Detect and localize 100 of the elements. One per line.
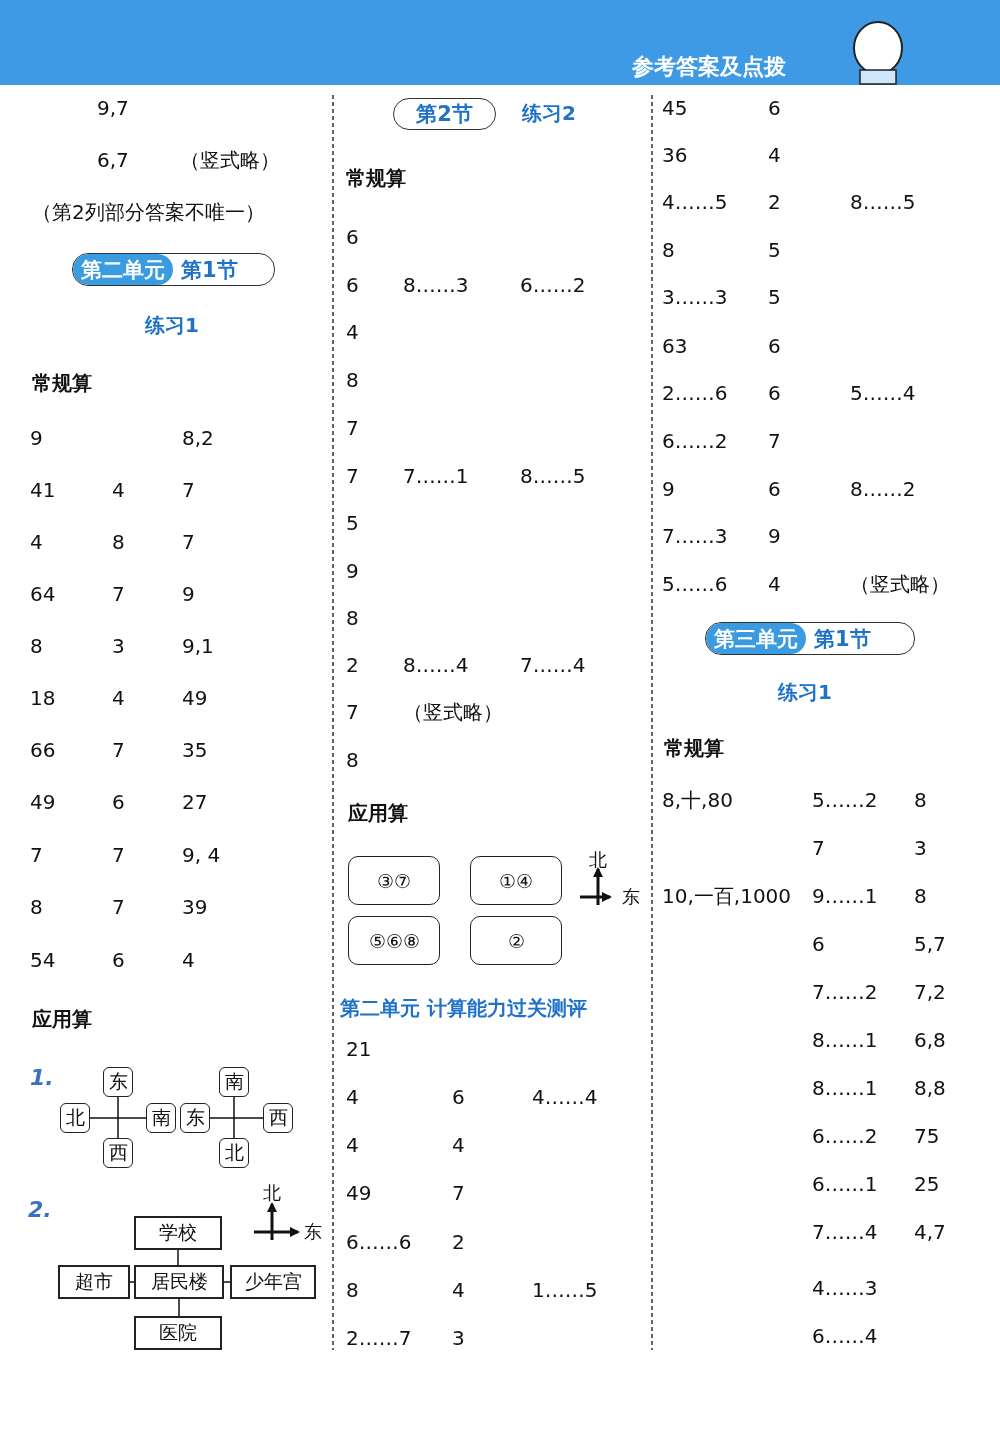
answer-text: （第2列部分答案不唯一） bbox=[32, 200, 265, 224]
answer-text: 4 bbox=[112, 478, 125, 502]
answer-text: 9, 4 bbox=[182, 843, 221, 867]
answer-text: 4 bbox=[452, 1278, 465, 1302]
section-title: 第2节 bbox=[415, 101, 474, 128]
answer-text: 2 bbox=[768, 190, 781, 214]
answer-text: 7 bbox=[346, 416, 359, 440]
answer-text: 6 bbox=[768, 381, 781, 405]
answer-text: 6 bbox=[768, 477, 781, 501]
place-box: 医院 bbox=[134, 1316, 222, 1350]
answer-text: 4,7 bbox=[914, 1220, 946, 1244]
subheading: 常规算 bbox=[664, 736, 724, 760]
answer-text: 9,1 bbox=[182, 634, 214, 658]
answer-text: 5 bbox=[768, 238, 781, 262]
answer-text: 4……5 bbox=[662, 190, 728, 214]
answer-box: ⑤⑥⑧ bbox=[348, 916, 440, 965]
answer-text: 7 bbox=[346, 700, 359, 724]
section-badge bbox=[705, 622, 915, 655]
answer-text: 7 bbox=[30, 843, 43, 867]
answer-text: 5……4 bbox=[850, 381, 916, 405]
answer-text: 7 bbox=[452, 1181, 465, 1205]
answer-text: 4 bbox=[346, 320, 359, 344]
answer-text: 8 bbox=[346, 368, 359, 392]
answer-text: 6,8 bbox=[914, 1028, 946, 1052]
answer-text: 7 bbox=[112, 738, 125, 762]
answer-text: 8,2 bbox=[182, 426, 214, 450]
connector-line bbox=[117, 1096, 119, 1139]
answer-text: 7……3 bbox=[662, 524, 728, 548]
answer-text: 49 bbox=[30, 790, 56, 814]
answer-text: 3 bbox=[112, 634, 125, 658]
answer-text: 7……4 bbox=[520, 653, 586, 677]
answer-text: 5……2 bbox=[812, 788, 878, 812]
answer-text: 7 bbox=[112, 895, 125, 919]
answer-text: 7,2 bbox=[914, 980, 946, 1004]
answer-text: 6,7 bbox=[97, 148, 129, 172]
answer-text: 4 bbox=[30, 530, 43, 554]
answer-text: 49 bbox=[182, 686, 208, 710]
answer-text: 8……5 bbox=[520, 464, 586, 488]
answer-text: （竖式略） bbox=[180, 148, 280, 172]
answer-text: 6……1 bbox=[812, 1172, 878, 1196]
answer-text: 1……5 bbox=[532, 1278, 598, 1302]
answer-text: 21 bbox=[346, 1037, 372, 1061]
answer-text: 8……5 bbox=[850, 190, 916, 214]
answer-text: 5 bbox=[346, 511, 359, 535]
direction-box: 南 bbox=[219, 1067, 249, 1097]
answer-text: 3 bbox=[452, 1326, 465, 1350]
answer-text: 45 bbox=[662, 96, 688, 120]
answer-text: 6 bbox=[452, 1085, 465, 1109]
answer-text: 2……6 bbox=[662, 381, 728, 405]
compass-label: 东 bbox=[304, 1221, 322, 1243]
answer-text: 4……3 bbox=[812, 1276, 878, 1300]
answer-text: 54 bbox=[30, 948, 56, 972]
section-title: 第1节 bbox=[813, 625, 872, 653]
answer-text: 64 bbox=[30, 582, 56, 606]
answer-text: 4……4 bbox=[532, 1085, 598, 1109]
answer-text: 6 bbox=[768, 334, 781, 358]
connector-line bbox=[129, 1281, 135, 1283]
section-badge bbox=[393, 98, 496, 130]
direction-box: 东 bbox=[180, 1103, 210, 1133]
answer-text: 8 bbox=[914, 788, 927, 812]
place-box: 居民楼 bbox=[134, 1265, 224, 1299]
answer-text: 6……2 bbox=[520, 273, 586, 297]
subheading: 常规算 bbox=[346, 166, 406, 190]
answer-text: 35 bbox=[182, 738, 208, 762]
answer-text: 9 bbox=[30, 426, 43, 450]
answer-text: 8……1 bbox=[812, 1028, 878, 1052]
answer-text: 7……1 bbox=[403, 464, 469, 488]
answer-text: 5 bbox=[768, 285, 781, 309]
answer-text: 8 bbox=[662, 238, 675, 262]
answer-text: 18 bbox=[30, 686, 56, 710]
answer-text: 7 bbox=[346, 464, 359, 488]
section-heading: 练习1 bbox=[778, 680, 832, 704]
direction-box: 西 bbox=[263, 1103, 293, 1133]
unit-title: 第二单元 bbox=[73, 254, 173, 285]
answer-text: 63 bbox=[662, 334, 688, 358]
subheading: 应用算 bbox=[348, 801, 408, 825]
answer-text: 6 bbox=[346, 225, 359, 249]
answer-text: 9……1 bbox=[812, 884, 878, 908]
answer-text: 8 bbox=[914, 884, 927, 908]
answer-text: 4 bbox=[346, 1133, 359, 1157]
answer-text: 6 bbox=[768, 96, 781, 120]
answer-text: 41 bbox=[30, 478, 56, 502]
answer-text: 9 bbox=[768, 524, 781, 548]
answer-text: 8 bbox=[30, 634, 43, 658]
answer-text: 4 bbox=[768, 572, 781, 596]
answer-text: 4 bbox=[112, 686, 125, 710]
answer-text: 8 bbox=[30, 895, 43, 919]
answer-text: 9 bbox=[662, 477, 675, 501]
answer-text: 8 bbox=[346, 1278, 359, 1302]
answer-text: 6 bbox=[112, 790, 125, 814]
answer-text: （竖式略） bbox=[403, 700, 503, 724]
answer-text: 7 bbox=[182, 530, 195, 554]
answer-text: 39 bbox=[182, 895, 208, 919]
answer-text: 2……7 bbox=[346, 1326, 412, 1350]
direction-box: 北 bbox=[219, 1138, 249, 1168]
compass-label: 北 bbox=[589, 849, 607, 871]
answer-box: ② bbox=[470, 916, 562, 965]
answer-text: （竖式略） bbox=[850, 572, 950, 596]
connector-line bbox=[223, 1281, 231, 1283]
answer-text: 6……4 bbox=[812, 1324, 878, 1348]
